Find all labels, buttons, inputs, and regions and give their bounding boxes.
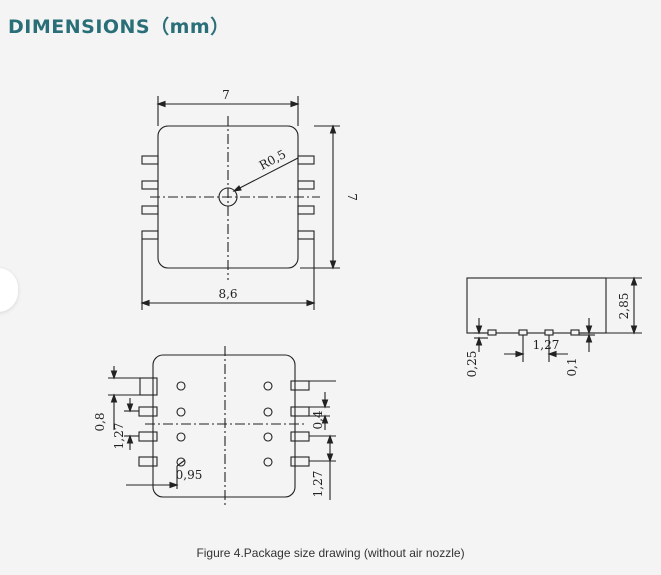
section-heading: DIMENSIONS（mm） (8, 16, 230, 38)
left-pitch-label: 1,27 (112, 423, 126, 450)
span-label: 8,6 (218, 287, 237, 301)
top-height-label: 7 (345, 193, 359, 201)
side-scroll-tab[interactable] (0, 268, 18, 312)
top-width-label: 7 (222, 88, 230, 102)
standoff-label: 0,25 (465, 351, 479, 378)
radius-label: R0,5 (257, 147, 288, 173)
right-pitch-label: 1,27 (311, 471, 325, 498)
package-body-side (466, 277, 607, 334)
bottom-view (108, 346, 336, 505)
side-view (466, 276, 642, 362)
figure-caption: Figure 4.Package size drawing (without a… (196, 546, 465, 560)
side-pitch-label: 1,27 (533, 338, 560, 352)
side-height-label: 2,85 (617, 293, 631, 320)
lead-thickness-label: 0,1 (565, 357, 579, 376)
package-body-bottom (152, 354, 296, 498)
hole-diameter-label: 0,95 (176, 468, 203, 482)
pad-width-label: 0,8 (93, 412, 107, 431)
top-view (140, 96, 340, 310)
pad-height-label: 0,4 (311, 410, 325, 429)
